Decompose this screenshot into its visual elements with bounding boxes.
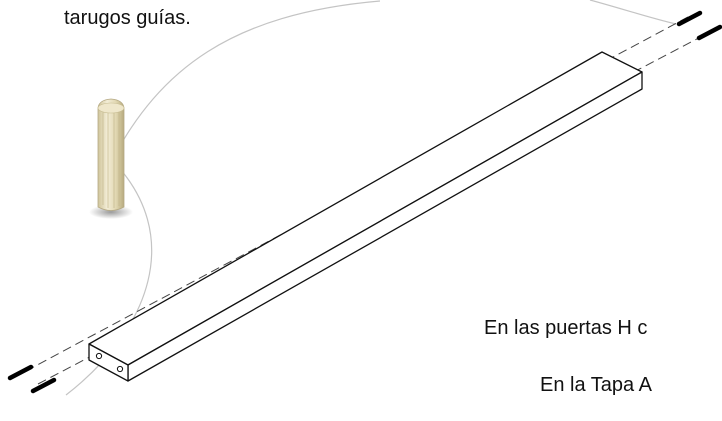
- dowel-holes: [95, 352, 124, 373]
- board-outline: [88, 51, 643, 382]
- dowel-pin-icon: [30, 377, 57, 394]
- callout-curve-right: [589, 0, 677, 25]
- dowel-pin-icon: [676, 10, 703, 27]
- dowel-pins: [7, 10, 722, 394]
- caption-dowels: tarugos guías.: [64, 7, 191, 29]
- dowel-hole: [116, 365, 124, 373]
- wooden-dowel-icon: [89, 98, 133, 219]
- caption-lid: En la Tapa A: [540, 374, 652, 396]
- dowel-pin-icon: [696, 24, 722, 41]
- dowel-pin-icon: [7, 364, 34, 381]
- caption-doors: En las puertas H c: [484, 317, 648, 339]
- dowel-hole: [95, 352, 103, 360]
